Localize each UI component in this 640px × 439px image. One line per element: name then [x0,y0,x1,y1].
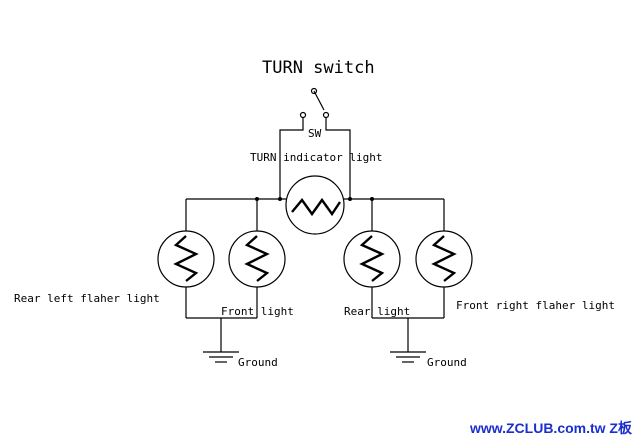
ground-right-icon [390,351,426,363]
switch-left-terminal [299,111,307,119]
rear-right-label: Rear light [344,305,410,318]
front-left-lamp [228,199,286,318]
switch-top-terminal [310,87,318,95]
switch-right-terminal [322,111,330,119]
rear-left-label: Rear left flaher light [14,292,160,305]
indicator-lamp-body [285,175,345,235]
switch-right-wire [325,118,351,199]
ground-left-label: Ground [238,356,278,369]
switch-lever [313,90,325,111]
ground-left-icon [203,351,239,363]
front-right-label: Front right flaher light [456,299,615,312]
rear-right-lamp [343,199,401,318]
ground-right-label: Ground [427,356,467,369]
indicator-filament-icon [291,197,341,217]
filament-icon [359,235,385,282]
turn-switch: SW [279,87,351,199]
front-left-label: Front light [221,305,294,318]
switch-label: SW [308,127,322,140]
watermark: www.ZCLUB.com.tw Z板 [469,420,633,436]
rear-left-flasher-lamp [157,199,215,318]
junction-dot [348,197,352,201]
front-right-flasher-lamp [415,199,473,318]
filament-icon [173,235,199,282]
junction-dot [278,197,282,201]
filament-icon [244,235,270,282]
turn-indicator-lamp [285,175,345,235]
filament-icon [431,235,457,282]
switch-left-wire [279,118,304,199]
diagram-title: TURN switch [262,58,375,78]
indicator-label: TURN indicator light [250,151,382,164]
